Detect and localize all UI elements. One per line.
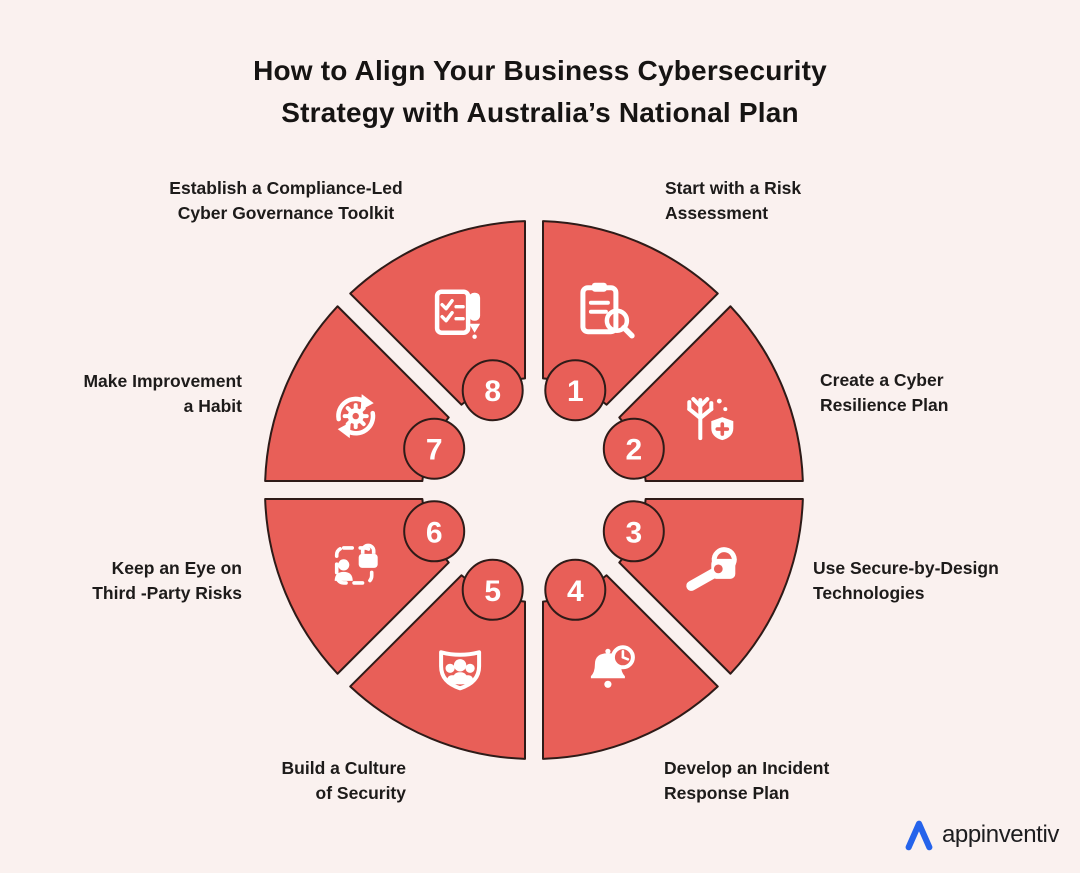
segment-number-6: 6 <box>426 516 443 549</box>
segment-label-6-line1: Keep an Eye on <box>111 558 242 578</box>
segment-label-8-line2: Cyber Governance Toolkit <box>177 203 395 223</box>
segment-label-5-line2: of Security <box>315 783 406 803</box>
bell-clock-icon <box>590 645 635 688</box>
appinventiv-logo-icon <box>905 820 933 851</box>
segment-number-circle-1 <box>544 359 607 422</box>
segment-number-5: 5 <box>484 575 501 608</box>
segment-number-circle-8 <box>461 359 524 422</box>
appinventiv-logo: appinventiv <box>903 819 1059 851</box>
logo-a-glyph <box>905 820 933 851</box>
checklist-pen-icon <box>434 289 481 339</box>
segment-label-1-line1: Start with a Risk <box>665 178 802 198</box>
segment-label-2-line2: Resilience Plan <box>820 395 949 415</box>
tree-shield-icon <box>687 397 734 441</box>
segment-label-2: Create a Cyber Resilience Plan <box>820 368 948 418</box>
segment-number-4: 4 <box>567 575 584 608</box>
segment-label-8: Establish a Compliance-Led Cyber Governa… <box>169 176 402 226</box>
segment-label-3-line2: Technologies <box>813 583 925 603</box>
segment-label-7-line2: a Habit <box>183 396 242 416</box>
segment-label-1: Start with a Risk Assessment <box>665 176 801 226</box>
segment-label-4: Develop an Incident Response Plan <box>664 756 829 806</box>
segment-label-4-line1: Develop an Incident <box>664 758 830 778</box>
segment-label-5: Build a Culture of Security <box>282 756 406 806</box>
segment-label-3: Use Secure-by-Design Technologies <box>813 556 999 606</box>
segment-number-circle-5 <box>461 558 524 621</box>
page-title: How to Align Your Business Cybersecurity… <box>0 50 1080 134</box>
person-frame-lock-icon <box>334 543 378 585</box>
segment-label-8-line1: Establish a Compliance-Led <box>169 178 403 198</box>
segment-number-circle-3 <box>602 500 665 563</box>
segment-number-7: 7 <box>426 434 443 467</box>
appinventiv-logo-text: appinventiv <box>941 821 1059 848</box>
segment-label-2-line1: Create a Cyber <box>820 370 944 390</box>
segment-label-1-line2: Assessment <box>665 203 769 223</box>
segment-number-1: 1 <box>567 375 584 408</box>
page-title-line2: Strategy with Australia’s National Plan <box>281 97 799 128</box>
lock-wrench-icon <box>686 547 737 591</box>
page-title-line1: How to Align Your Business Cybersecurity <box>253 55 827 86</box>
segment-number-circle-7 <box>403 417 466 480</box>
segment-label-3-line1: Use Secure-by-Design <box>813 558 999 578</box>
segment-number-circle-2 <box>602 417 665 480</box>
segment-number-circle-4 <box>544 558 607 621</box>
segment-label-6-line2: Third -Party Risks <box>92 583 242 603</box>
segment-number-8: 8 <box>484 375 501 408</box>
segment-number-2: 2 <box>625 434 642 467</box>
segment-label-7-line1: Make Improvement <box>83 371 242 391</box>
segment-label-4-line2: Response Plan <box>664 783 790 803</box>
segment-number-circle-6 <box>403 500 466 563</box>
segment-label-5-line1: Build a Culture <box>281 758 406 778</box>
segment-number-3: 3 <box>625 516 642 549</box>
segment-label-7: Make Improvement a Habit <box>83 369 242 419</box>
segment-label-6: Keep an Eye on Third -Party Risks <box>92 556 242 606</box>
refresh-gear-icon <box>336 394 376 439</box>
shield-people-icon <box>439 650 482 691</box>
clipboard-search-icon <box>580 282 635 339</box>
